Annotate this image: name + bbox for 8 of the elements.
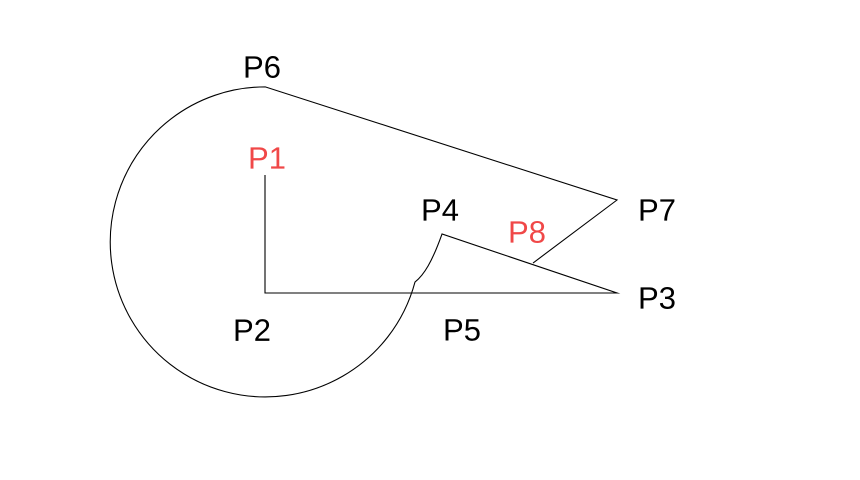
point-label: P4 bbox=[424, 199, 458, 221]
point-label: P7 bbox=[640, 199, 674, 221]
point-label: P5 bbox=[446, 319, 480, 341]
point-label: P1 bbox=[250, 147, 284, 169]
point-label: P3 bbox=[640, 287, 675, 309]
point-label: P8 bbox=[510, 221, 545, 243]
point-label: P2 bbox=[236, 319, 270, 341]
point-label: P6 bbox=[246, 56, 280, 78]
